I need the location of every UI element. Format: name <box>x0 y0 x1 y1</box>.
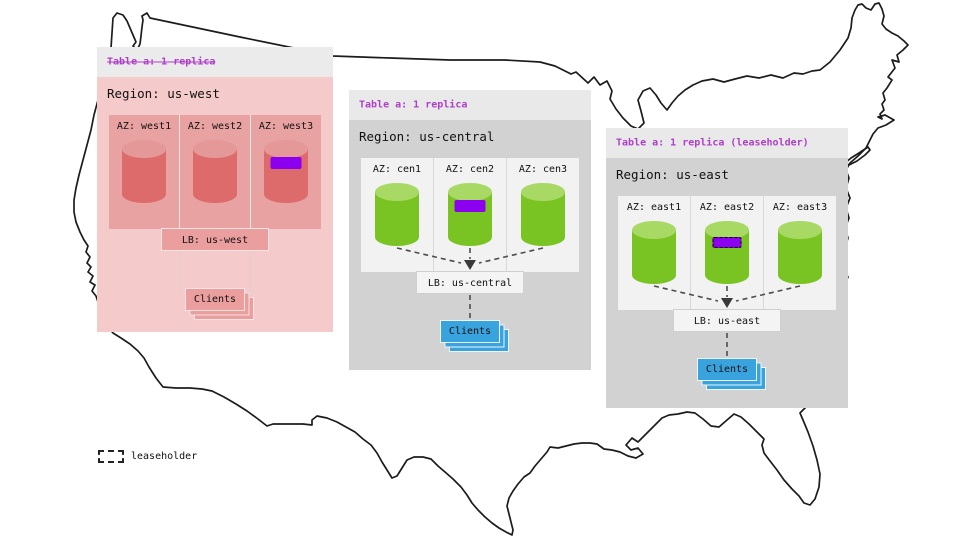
az-container: AZ: east1 AZ: east2 AZ: east3 <box>618 196 836 310</box>
region-panel-us-central: Table a: 1 replica Region: us-central AZ… <box>349 90 591 370</box>
database-cylinder-icon <box>193 140 237 203</box>
az-cell-east2: AZ: east2 <box>690 196 763 310</box>
table-label: Table a: 1 replica (leaseholder) <box>616 137 809 149</box>
replica-chip <box>270 157 302 169</box>
region-title: Region: us-east <box>616 167 729 182</box>
az-cell-east1: AZ: east1 <box>618 196 690 310</box>
table-label: Table a: 1 replica <box>107 56 216 68</box>
clients-box: Clients <box>185 288 254 320</box>
load-balancer-box: LB: us-east <box>673 309 781 332</box>
database-cylinder-icon <box>122 140 166 203</box>
az-container: AZ: west1 AZ: west2 AZ: west3 <box>109 115 321 229</box>
region-title: Region: us-central <box>359 129 495 144</box>
clients-box: Clients <box>697 358 766 390</box>
az-cell-cen1: AZ: cen1 <box>361 158 433 272</box>
region-title: Region: us-west <box>107 86 220 101</box>
legend: leaseholder <box>98 450 197 463</box>
az-container: AZ: cen1 AZ: cen2 AZ: cen3 <box>361 158 579 272</box>
load-balancer-box: LB: us-west <box>161 228 269 251</box>
az-cell-east3: AZ: east3 <box>763 196 836 310</box>
legend-label: leaseholder <box>131 451 198 462</box>
region-panel-us-east: Table a: 1 replica (leaseholder) Region:… <box>606 128 848 408</box>
database-cylinder-icon <box>521 183 565 246</box>
load-balancer-box: LB: us-central <box>416 271 524 294</box>
database-cylinder-icon <box>705 221 749 284</box>
database-cylinder-icon <box>375 183 419 246</box>
leaseholder-swatch-icon <box>98 450 124 463</box>
az-cell-west3: AZ: west3 <box>250 115 321 229</box>
az-cell-cen3: AZ: cen3 <box>506 158 579 272</box>
table-label: Table a: 1 replica <box>359 99 468 111</box>
table-header-us-central: Table a: 1 replica <box>349 90 591 120</box>
leaseholder-replica-chip <box>712 237 742 248</box>
az-cell-west2: AZ: west2 <box>179 115 250 229</box>
az-cell-west1: AZ: west1 <box>109 115 179 229</box>
database-cylinder-icon <box>448 183 492 246</box>
clients-box: Clients <box>440 320 509 352</box>
database-cylinder-icon <box>632 221 676 284</box>
database-cylinder-icon <box>778 221 822 284</box>
database-cylinder-icon <box>264 140 308 203</box>
replica-chip <box>454 200 486 212</box>
table-header-us-east: Table a: 1 replica (leaseholder) <box>606 128 848 158</box>
region-panel-us-west: Table a: 1 replica Region: us-west AZ: w… <box>97 47 333 332</box>
table-header-us-west: Table a: 1 replica <box>97 47 333 77</box>
az-cell-cen2: AZ: cen2 <box>433 158 506 272</box>
